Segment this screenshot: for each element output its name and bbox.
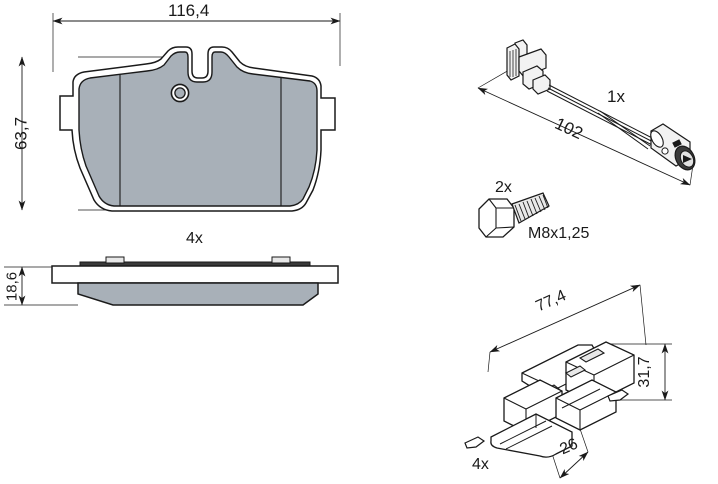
bolt-threaded-shank: [511, 192, 550, 224]
quantity-label-bolt: 2x: [495, 179, 512, 196]
bolt-hex-head: [478, 198, 515, 238]
thread-label-bolt: M8x1,25: [528, 225, 590, 242]
pad-friction-material: [78, 51, 318, 207]
clip-bottom-tongue-right: [555, 379, 617, 431]
pad-locating-hole: [170, 83, 190, 103]
dimension-label-pad-thickness: 18,6: [3, 271, 21, 302]
quantity-label-pad: 4x: [186, 230, 203, 247]
quantity-label-clip: 4x: [472, 456, 489, 473]
dimension-label-clip-height: 31,7: [636, 356, 653, 388]
clip-bottom-tongue-left: [490, 413, 573, 458]
dimension-label-pad-height: 63,7: [11, 116, 31, 151]
pad-side-witness-lines: [4, 266, 78, 306]
pad-side-friction-material: [77, 282, 319, 306]
dimension-line-clip-length: [487, 284, 647, 373]
pad-front-view: [18, 13, 341, 212]
clip-nose-hook: [464, 389, 630, 449]
sensor-cable: [546, 84, 659, 150]
pad-side-view: [4, 256, 339, 306]
pad-groove-lines: [119, 75, 282, 206]
wear-sensor-view: [477, 39, 696, 186]
spring-clip-view: [464, 284, 672, 479]
sensor-clip-head: [506, 39, 551, 95]
pad-side-backing-plate: [51, 265, 339, 284]
bolt-view: [478, 192, 550, 238]
dimension-label-pad-width: 116,4: [168, 1, 210, 20]
sensor-plug-end: [674, 145, 696, 171]
quantity-label-sensor: 1x: [607, 87, 625, 106]
